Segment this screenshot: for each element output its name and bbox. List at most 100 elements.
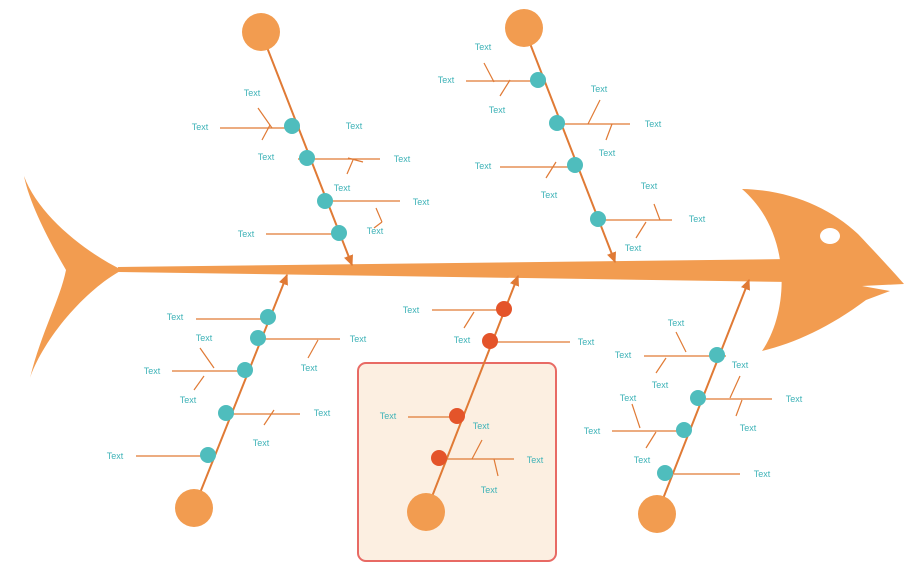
cause-label[interactable]: Text [754, 469, 771, 479]
minor-branch [655, 357, 667, 374]
cause-label[interactable]: Text [334, 183, 351, 193]
cause-label[interactable]: Text [473, 421, 490, 431]
cause-label[interactable]: Text [527, 455, 544, 465]
cause-label[interactable]: Text [238, 229, 255, 239]
cause-node[interactable] [449, 408, 465, 424]
minor-branch [199, 347, 215, 369]
bone-line [193, 273, 288, 509]
cause-category-circle[interactable] [407, 493, 445, 531]
cause-label[interactable]: Text [615, 350, 632, 360]
minor-branch [735, 399, 743, 417]
cause-label[interactable]: Text [689, 214, 706, 224]
minor-branch [483, 62, 495, 83]
cause-node[interactable] [482, 333, 498, 349]
minor-branch [729, 375, 741, 399]
cause-category-circle[interactable] [638, 495, 676, 533]
cause-node[interactable] [496, 301, 512, 317]
cause-label[interactable]: Text [244, 88, 261, 98]
cause-label[interactable]: Text [192, 122, 209, 132]
cause-label[interactable]: Text [475, 42, 492, 52]
cause-node[interactable] [200, 447, 216, 463]
cause-node[interactable] [590, 211, 606, 227]
cause-label[interactable]: Text [413, 197, 430, 207]
fish-head[interactable] [742, 189, 904, 351]
cause-label[interactable]: Text [350, 334, 367, 344]
cause-label[interactable]: Text [314, 408, 331, 418]
cause-category-circle[interactable] [175, 489, 213, 527]
cause-node[interactable] [709, 347, 725, 363]
minor-branch [257, 107, 273, 129]
minor-branch [263, 409, 275, 426]
cause-node[interactable] [299, 150, 315, 166]
minor-branch [631, 403, 641, 429]
cause-node[interactable] [676, 422, 692, 438]
cause-label[interactable]: Text [578, 337, 595, 347]
cause-label[interactable]: Text [438, 75, 455, 85]
cause-label[interactable]: Text [454, 335, 471, 345]
cause-node[interactable] [530, 72, 546, 88]
cause-label[interactable]: Text [107, 451, 124, 461]
cause-node[interactable] [317, 193, 333, 209]
minor-branch [499, 79, 511, 97]
cause-label[interactable]: Text [625, 243, 642, 253]
minor-branch [261, 124, 271, 141]
minor-branch [653, 203, 661, 221]
cause-label[interactable]: Text [367, 226, 384, 236]
spine [118, 259, 790, 282]
cause-category-circle[interactable] [505, 9, 543, 47]
minor-branch [193, 375, 205, 391]
cause-node[interactable] [237, 362, 253, 378]
cause-node[interactable] [331, 225, 347, 241]
cause-label[interactable]: Text [196, 333, 213, 343]
cause-label[interactable]: Text [403, 305, 420, 315]
cause-label[interactable]: Text [180, 395, 197, 405]
cause-node[interactable] [657, 465, 673, 481]
cause-label[interactable]: Text [584, 426, 601, 436]
minor-branch [545, 161, 557, 179]
cause-label[interactable]: Text [652, 380, 669, 390]
cause-label[interactable]: Text [481, 485, 498, 495]
cause-label[interactable]: Text [634, 455, 651, 465]
cause-node[interactable] [567, 157, 583, 173]
cause-label[interactable]: Text [394, 154, 411, 164]
minor-branch [307, 339, 319, 359]
cause-label[interactable]: Text [380, 411, 397, 421]
cause-label[interactable]: Text [301, 363, 318, 373]
cause-label[interactable]: Text [786, 394, 803, 404]
cause-label[interactable]: Text [641, 181, 658, 191]
cause-label[interactable]: Text [167, 312, 184, 322]
minor-branch [493, 458, 499, 477]
minor-branch [635, 221, 647, 239]
minor-branch [463, 311, 475, 329]
cause-label[interactable]: Text [489, 105, 506, 115]
cause-label[interactable]: Text [541, 190, 558, 200]
minor-branch [373, 221, 383, 229]
bone-top-middle[interactable]: TextTextTextTextTextTextTextTextTextText… [438, 9, 706, 264]
cause-node[interactable] [260, 309, 276, 325]
cause-label[interactable]: Text [732, 360, 749, 370]
cause-label[interactable]: Text [144, 366, 161, 376]
cause-node[interactable] [218, 405, 234, 421]
cause-node[interactable] [431, 450, 447, 466]
cause-category-circle[interactable] [242, 13, 280, 51]
cause-label[interactable]: Text [645, 119, 662, 129]
cause-label[interactable]: Text [591, 84, 608, 94]
cause-label[interactable]: Text [668, 318, 685, 328]
cause-node[interactable] [549, 115, 565, 131]
cause-node[interactable] [250, 330, 266, 346]
cause-label[interactable]: Text [620, 393, 637, 403]
cause-label[interactable]: Text [346, 121, 363, 131]
cause-label[interactable]: Text [740, 423, 757, 433]
cause-node[interactable] [690, 390, 706, 406]
cause-label[interactable]: Text [253, 438, 270, 448]
cause-label[interactable]: Text [258, 152, 275, 162]
cause-label[interactable]: Text [475, 161, 492, 171]
minor-branch [375, 207, 383, 223]
cause-node[interactable] [284, 118, 300, 134]
cause-label[interactable]: Text [599, 148, 616, 158]
